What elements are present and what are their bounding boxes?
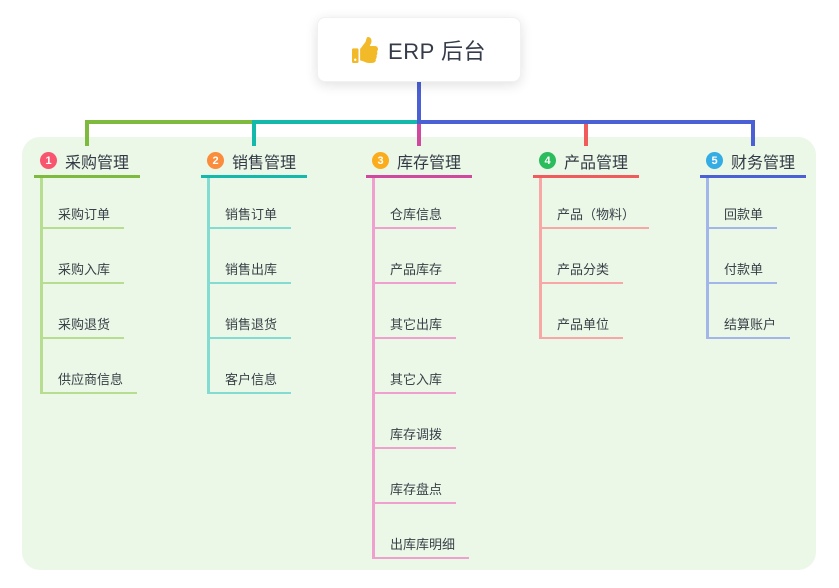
thumbs-up-icon [352,36,379,63]
child-label: 回款单 [724,207,764,222]
branch-children: 销售订单销售出库销售退货客户信息 [207,178,292,394]
branch-children: 产品（物料） 产品分类产品单位 [539,178,650,339]
child-label: 客户信息 [225,372,278,387]
child-node[interactable]: 库存盘点 [375,449,457,504]
child-node[interactable]: 结算账户 [709,284,791,339]
branch-column: 5 财务管理 回款单付款单结算账户 [700,146,806,339]
child-node[interactable]: 产品分类 [542,229,624,284]
child-node[interactable]: 出库库明细 [375,504,470,559]
child-label: 销售出库 [225,262,278,277]
root-node[interactable]: ERP 后台 [317,17,521,82]
child-node[interactable]: 产品单位 [542,284,624,339]
branch-label: 采购管理 [65,154,130,172]
branch-children: 采购订单采购入库采购退货供应商信息 [40,178,138,394]
child-label: 付款单 [724,262,764,277]
child-label: 库存调拨 [390,427,443,442]
child-node[interactable]: 回款单 [709,178,778,229]
branch-number-badge: 5 [706,152,723,169]
child-label: 供应商信息 [58,372,124,387]
branch-column: 2 销售管理 销售订单销售出库销售退货客户信息 [201,146,307,394]
child-node[interactable]: 销售退货 [210,284,292,339]
branch-children: 仓库信息产品库存其它出库其它入库库存调拨库存盘点出库库明细 [372,178,470,559]
child-node[interactable]: 产品（物料） [542,178,650,229]
branch-connector-line [751,124,755,146]
child-node[interactable]: 销售订单 [210,178,292,229]
branch-label: 财务管理 [731,154,796,172]
child-node[interactable]: 客户信息 [210,339,292,394]
child-label: 库存盘点 [390,482,443,497]
root-connector-line [417,82,421,124]
child-node[interactable]: 其它入库 [375,339,457,394]
child-label: 仓库信息 [390,207,443,222]
child-label: 其它入库 [390,372,443,387]
branch-number-badge: 4 [539,152,556,169]
branch-header-3[interactable]: 3 库存管理 [366,146,472,178]
branch-number-badge: 1 [40,152,57,169]
bus-segment-line [252,120,421,124]
child-label: 采购入库 [58,262,111,277]
branch-connector-line [417,124,421,146]
child-label: 采购订单 [58,207,111,222]
root-label: ERP 后台 [388,38,486,64]
branch-header-5[interactable]: 5 财务管理 [700,146,806,178]
child-node[interactable]: 供应商信息 [43,339,138,394]
branch-number-badge: 2 [207,152,224,169]
branch-label: 销售管理 [232,154,297,172]
child-label: 采购退货 [58,317,111,332]
child-label: 销售退货 [225,317,278,332]
child-node[interactable]: 付款单 [709,229,778,284]
bus-segment-line [417,120,755,124]
child-label: 其它出库 [390,317,443,332]
branch-connector-line [584,124,588,146]
child-label: 出库库明细 [390,537,456,552]
child-node[interactable]: 采购入库 [43,229,125,284]
branches-panel [22,137,816,570]
child-node[interactable]: 仓库信息 [375,178,457,229]
child-label: 销售订单 [225,207,278,222]
child-label: 产品（物料） [557,207,636,222]
child-label: 产品单位 [557,317,610,332]
child-node[interactable]: 采购订单 [43,178,125,229]
branch-connector-line [85,124,89,146]
child-node[interactable]: 其它出库 [375,284,457,339]
branch-column: 1 采购管理 采购订单采购入库采购退货供应商信息 [34,146,140,394]
branch-label: 库存管理 [397,154,462,172]
child-node[interactable]: 销售出库 [210,229,292,284]
child-node[interactable]: 产品库存 [375,229,457,284]
child-label: 结算账户 [724,317,777,332]
branch-column: 4 产品管理 产品（物料） 产品分类产品单位 [533,146,650,339]
branch-children: 回款单付款单结算账户 [706,178,791,339]
child-node[interactable]: 库存调拨 [375,394,457,449]
branch-connector-line [252,124,256,146]
child-label: 产品库存 [390,262,443,277]
child-label: 产品分类 [557,262,610,277]
bus-segment-line [85,120,256,124]
branch-column: 3 库存管理 仓库信息产品库存其它出库其它入库库存调拨库存盘点出库库明细 [366,146,472,559]
branch-header-1[interactable]: 1 采购管理 [34,146,140,178]
branch-header-2[interactable]: 2 销售管理 [201,146,307,178]
branch-label: 产品管理 [564,154,629,172]
child-node[interactable]: 采购退货 [43,284,125,339]
branch-number-badge: 3 [372,152,389,169]
branch-header-4[interactable]: 4 产品管理 [533,146,639,178]
